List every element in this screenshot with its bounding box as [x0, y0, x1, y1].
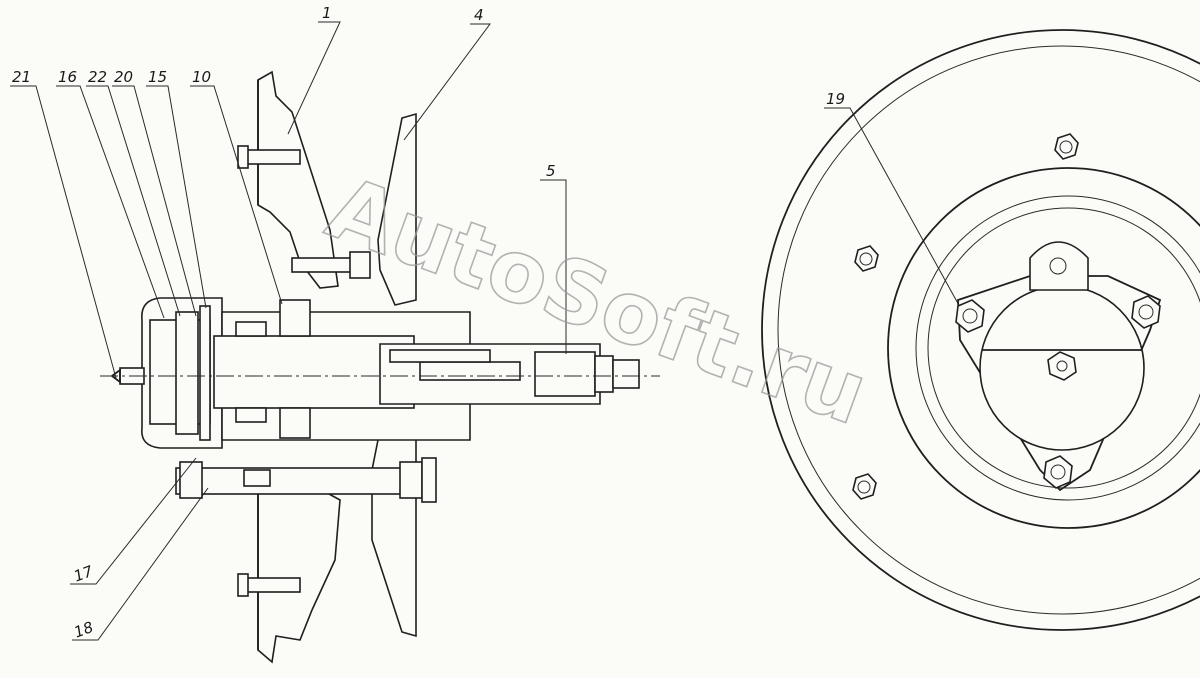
rim-bolt-lower [243, 577, 301, 593]
rim-bolt-upper [243, 149, 301, 165]
pulley-upper-half [257, 70, 339, 289]
callout-18: 18 [72, 618, 96, 641]
outer-bolt-left [854, 245, 879, 272]
sectional-view [100, 70, 660, 664]
callout-17: 17 [71, 562, 96, 586]
pulley-lower-half [257, 477, 341, 664]
callout-labels: 1 4 5 10 15 16 17 18 19 20 21 22 [12, 4, 845, 641]
callout-15: 15 [148, 68, 167, 86]
movable-disc-upper [377, 112, 417, 306]
inner-disc [887, 167, 1200, 529]
bearing-left [175, 311, 199, 435]
callout-22: 22 [88, 68, 107, 86]
callout-4: 4 [474, 6, 484, 24]
callout-16: 16 [58, 68, 77, 86]
outer-bolt-top [1054, 133, 1079, 160]
center-nut [1047, 351, 1077, 381]
callout-21: 21 [12, 68, 31, 86]
outer-bolt-bottom [852, 473, 877, 500]
movable-disc-lower [371, 429, 417, 638]
callout-1: 1 [322, 4, 332, 22]
callout-19: 19 [826, 90, 845, 108]
callout-5: 5 [546, 162, 556, 180]
end-view [761, 29, 1200, 631]
lower-bolt [175, 467, 427, 495]
callout-20: 20 [114, 68, 133, 86]
flange-bolt-bottom [1043, 455, 1073, 489]
flange-bolt-right [1131, 295, 1161, 329]
callout-10: 10 [192, 68, 211, 86]
callout-leaders [10, 21, 967, 641]
axle-nut [534, 351, 596, 397]
top-tab [1029, 241, 1089, 291]
seal-ring [199, 305, 211, 441]
flange-bolt-left [955, 299, 985, 333]
outer-disc [761, 29, 1200, 631]
